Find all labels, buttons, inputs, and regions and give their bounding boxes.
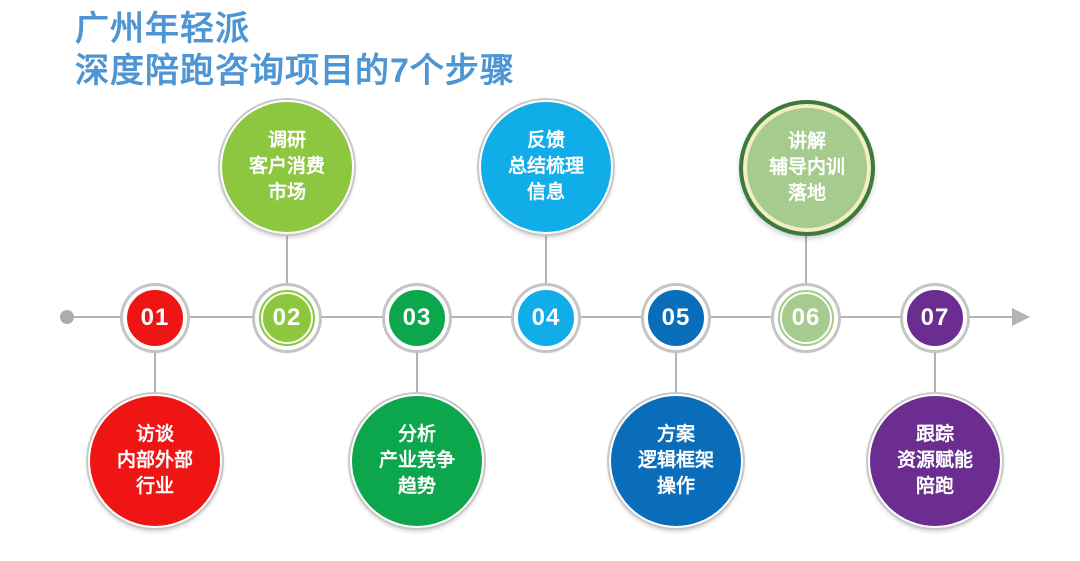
step-number-node: 05 bbox=[644, 286, 708, 350]
step-label-bubble: 讲解 辅导内训 落地 bbox=[739, 100, 875, 236]
step-label-line1: 分析 bbox=[397, 423, 436, 445]
step-label-line2: 产业竞争 bbox=[378, 449, 455, 471]
step-label-line3: 趋势 bbox=[397, 476, 436, 498]
step-label-bubble: 调研 客户消费 市场 bbox=[220, 100, 354, 234]
step-connector-line bbox=[934, 343, 936, 402]
step-label-line1: 讲解 bbox=[787, 130, 826, 152]
step-label-line3: 信息 bbox=[526, 182, 565, 204]
step-label-bubble: 跟踪 资源赋能 陪跑 bbox=[868, 394, 1002, 528]
step-connector-line bbox=[286, 228, 288, 291]
step-number-node: 06 bbox=[774, 286, 838, 350]
step-number-node: 01 bbox=[123, 286, 187, 350]
step-number-node: 07 bbox=[903, 286, 967, 350]
step-number-label: 04 bbox=[531, 304, 561, 331]
step-label-line3: 市场 bbox=[267, 182, 306, 204]
step-label-line2: 总结梳理 bbox=[507, 155, 584, 177]
step-label-line1: 跟踪 bbox=[915, 423, 954, 445]
step-label-line2: 逻辑框架 bbox=[637, 449, 714, 471]
step-connector-line bbox=[416, 343, 418, 402]
timeline-arrow-right-icon bbox=[1012, 308, 1030, 326]
step-label-line1: 反馈 bbox=[526, 129, 565, 151]
step-label-line2: 辅导内训 bbox=[768, 156, 845, 178]
step-label-line3: 落地 bbox=[787, 183, 826, 205]
step-connector-line bbox=[675, 343, 677, 402]
step-number-node: 03 bbox=[385, 286, 449, 350]
step-label-line2: 客户消费 bbox=[248, 155, 325, 177]
step-label-line1: 方案 bbox=[656, 423, 695, 445]
timeline-start-dot-icon bbox=[60, 310, 74, 324]
step-number-node: 02 bbox=[255, 286, 319, 350]
step-number-label: 03 bbox=[402, 304, 432, 331]
page-title: 广州年轻派 深度陪跑咨询项目的7个步骤 bbox=[75, 8, 515, 92]
step-connector-line bbox=[805, 228, 807, 291]
step-number-label: 02 bbox=[272, 304, 302, 331]
step-connector-line bbox=[154, 343, 156, 402]
step-label-line3: 操作 bbox=[656, 476, 695, 498]
step-label-line2: 资源赋能 bbox=[896, 449, 973, 471]
step-label-line3: 行业 bbox=[135, 476, 174, 498]
step-number-label: 05 bbox=[661, 304, 691, 331]
page-title-line1: 广州年轻派 bbox=[75, 10, 250, 48]
step-label-bubble: 方案 逻辑框架 操作 bbox=[609, 394, 743, 528]
step-label-bubble: 反馈 总结梳理 信息 bbox=[479, 100, 613, 234]
step-label-line1: 调研 bbox=[267, 129, 306, 151]
step-number-label: 01 bbox=[140, 304, 170, 331]
step-label-line2: 内部外部 bbox=[116, 449, 193, 471]
step-label-bubble: 分析 产业竞争 趋势 bbox=[350, 394, 484, 528]
step-number-label: 07 bbox=[920, 304, 950, 331]
page-title-line2: 深度陪跑咨询项目的7个步骤 bbox=[75, 52, 515, 91]
step-label-bubble: 访谈 内部外部 行业 bbox=[88, 394, 222, 528]
step-number-node: 04 bbox=[514, 286, 578, 350]
step-label-line1: 访谈 bbox=[135, 423, 174, 445]
step-connector-line bbox=[545, 228, 547, 291]
step-number-label: 06 bbox=[791, 304, 821, 331]
step-label-line3: 陪跑 bbox=[915, 476, 954, 498]
